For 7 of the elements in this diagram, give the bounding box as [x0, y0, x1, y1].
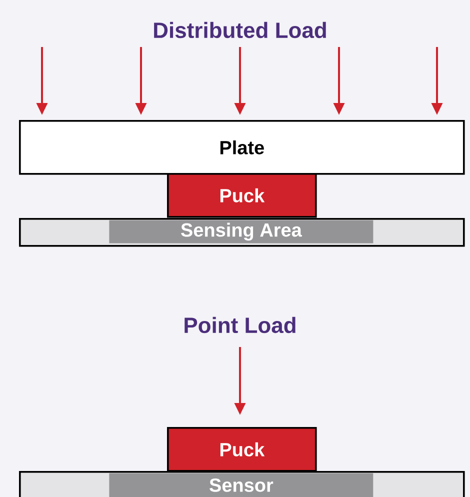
sensing-band: Sensing Area — [109, 220, 374, 244]
section-heading: Point Load — [184, 316, 296, 334]
plate-box: Plate — [19, 120, 465, 175]
section-heading: Distributed Load — [154, 22, 326, 38]
puck-block: Puck — [167, 173, 317, 218]
sensing-band: Sensor — [109, 473, 374, 497]
puck-block: Puck — [167, 427, 317, 472]
